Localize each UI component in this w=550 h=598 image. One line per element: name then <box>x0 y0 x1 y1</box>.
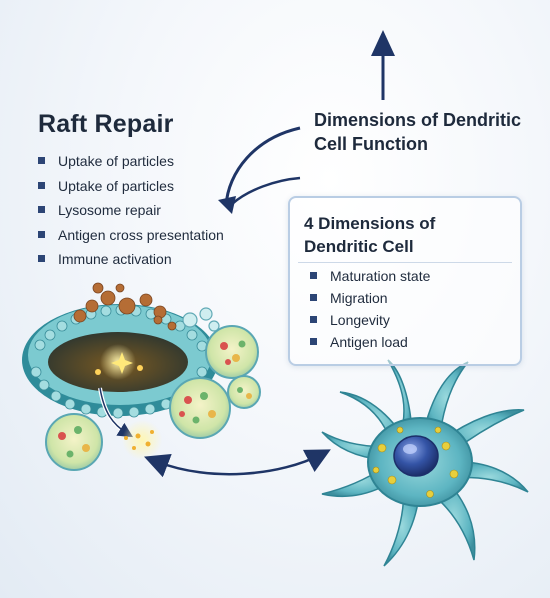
raft-repair-title: Raft Repair <box>38 110 174 138</box>
list-item: Antigen cross presentation <box>38 226 224 251</box>
raft-repair-list: Uptake of particles Uptake of particles … <box>38 152 224 275</box>
list-item: Lysosome repair <box>38 201 224 226</box>
list-item: Migration <box>310 289 430 311</box>
list-item: Uptake of particles <box>38 152 224 177</box>
list-item: Immune activation <box>38 250 224 275</box>
small-vesicles-illustration <box>182 307 220 332</box>
up-arrow-icon <box>371 30 395 100</box>
dimensions-list: Maturation state Migration Longevity Ant… <box>310 267 430 355</box>
curved-arrow-icon <box>218 126 301 214</box>
dendritic-function-title: Dimensions of Dendritic Cell Function <box>314 110 522 154</box>
dimensions-card: 4 Dimensions of Dendritic Cell Maturatio… <box>288 196 522 366</box>
antigen-glow-illustration <box>122 420 162 460</box>
list-item: Antigen load <box>310 333 430 355</box>
list-item: Maturation state <box>310 267 430 289</box>
double-arrow-icon <box>143 449 331 478</box>
list-item: Longevity <box>310 311 430 333</box>
dendritic-cell-illustration <box>321 359 529 567</box>
list-item: Uptake of particles <box>38 177 224 202</box>
lysosome-vesicles-illustration <box>45 325 261 471</box>
raft-membrane-illustration <box>22 304 218 419</box>
particles-illustration <box>73 282 177 331</box>
card-title: 4 Dimensions of Dendritic Cell <box>304 214 436 256</box>
card-divider <box>298 262 512 263</box>
